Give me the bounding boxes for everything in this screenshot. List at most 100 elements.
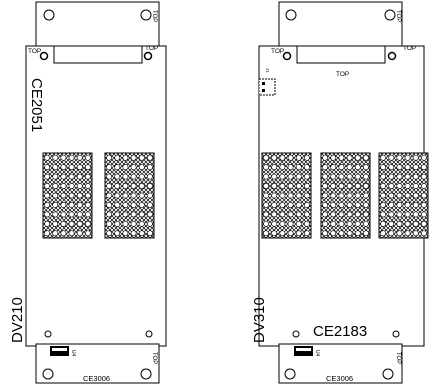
led-dot <box>271 173 278 180</box>
top-label: TOP <box>395 352 401 364</box>
led-dot <box>52 211 59 218</box>
led-dot <box>106 192 112 199</box>
led-dot <box>396 173 403 180</box>
led-dot <box>44 154 50 161</box>
led-dot <box>76 230 83 237</box>
led-dot <box>138 230 145 237</box>
led-dot <box>68 192 75 199</box>
led-dot <box>396 164 403 171</box>
led-dot <box>346 164 353 171</box>
mounting-hole <box>285 9 297 21</box>
led-dot <box>130 230 137 237</box>
led-dot <box>421 154 427 161</box>
top-label: TOP <box>28 48 41 55</box>
led-dot <box>122 164 129 171</box>
led-dot <box>52 192 59 199</box>
led-dot <box>380 173 386 180</box>
led-dot <box>106 164 112 171</box>
led-dot <box>114 183 121 189</box>
led-dot <box>338 183 345 189</box>
mounting-hole <box>44 330 52 338</box>
mounting-hole <box>39 51 49 61</box>
led-dot <box>412 183 419 189</box>
led-dot <box>404 220 411 227</box>
led-dot <box>271 202 278 208</box>
led-dot <box>114 154 121 161</box>
led-dot <box>60 173 67 180</box>
model-label: DV210 <box>9 297 26 343</box>
led-dot <box>122 230 129 237</box>
led-dot <box>122 183 129 189</box>
led-dot <box>421 230 427 237</box>
led-dot <box>76 183 83 189</box>
led-dot <box>304 230 310 237</box>
led-dot <box>68 211 75 218</box>
board-main-label: CE2051 <box>28 78 45 132</box>
led-dot <box>279 202 286 208</box>
led-dot <box>279 192 286 199</box>
led-dot <box>60 202 67 208</box>
led-dot <box>388 164 395 171</box>
led-dot <box>396 183 403 189</box>
led-dot <box>330 154 337 161</box>
led-dot <box>322 183 328 189</box>
led-dot <box>380 154 386 161</box>
led-dot <box>295 192 302 199</box>
led-dot <box>122 173 129 180</box>
led-dot <box>354 164 361 171</box>
led-dot <box>44 183 50 189</box>
led-dot <box>354 220 361 227</box>
led-dot <box>338 211 345 218</box>
led-dot <box>147 230 153 237</box>
led-dot <box>52 164 59 171</box>
led-dot <box>330 230 337 237</box>
led-dot <box>412 220 419 227</box>
top-label: TOP <box>145 45 158 52</box>
led-dot <box>354 202 361 208</box>
led-dot <box>76 220 83 227</box>
led-dot <box>338 173 345 180</box>
led-dot <box>279 211 286 218</box>
led-dot <box>279 220 286 227</box>
led-dot <box>44 164 50 171</box>
led-dot <box>122 211 129 218</box>
led-dot <box>85 211 91 218</box>
led-array <box>104 152 155 239</box>
led-dot <box>287 220 294 227</box>
led-dot <box>322 154 328 161</box>
led-dot <box>322 202 328 208</box>
led-dot <box>295 220 302 227</box>
led-dot <box>147 220 153 227</box>
led-dot <box>85 192 91 199</box>
led-dot <box>338 202 345 208</box>
led-dot <box>287 211 294 218</box>
led-dot <box>263 211 269 218</box>
led-dot <box>421 164 427 171</box>
top-label: TOP <box>151 352 157 364</box>
led-dot <box>396 230 403 237</box>
led-dot <box>322 164 328 171</box>
led-dot <box>60 154 67 161</box>
led-dot <box>114 211 121 218</box>
top-label: TOP <box>151 10 157 22</box>
led-dot <box>271 211 278 218</box>
led-dot <box>346 173 353 180</box>
bottom-label: CE3006 <box>326 374 353 383</box>
led-dot <box>421 220 427 227</box>
led-dot <box>330 192 337 199</box>
led-dot <box>263 173 269 180</box>
led-dot <box>304 192 310 199</box>
led-dot <box>263 183 269 189</box>
led-dot <box>106 202 112 208</box>
led-dot <box>330 211 337 218</box>
led-dot <box>147 192 153 199</box>
led-dot <box>412 192 419 199</box>
led-dot <box>114 220 121 227</box>
led-dot <box>412 173 419 180</box>
led-dot <box>380 230 386 237</box>
led-dot <box>421 183 427 189</box>
led-dot <box>60 220 67 227</box>
led-dot <box>68 220 75 227</box>
led-dot <box>363 230 369 237</box>
led-dot <box>363 220 369 227</box>
